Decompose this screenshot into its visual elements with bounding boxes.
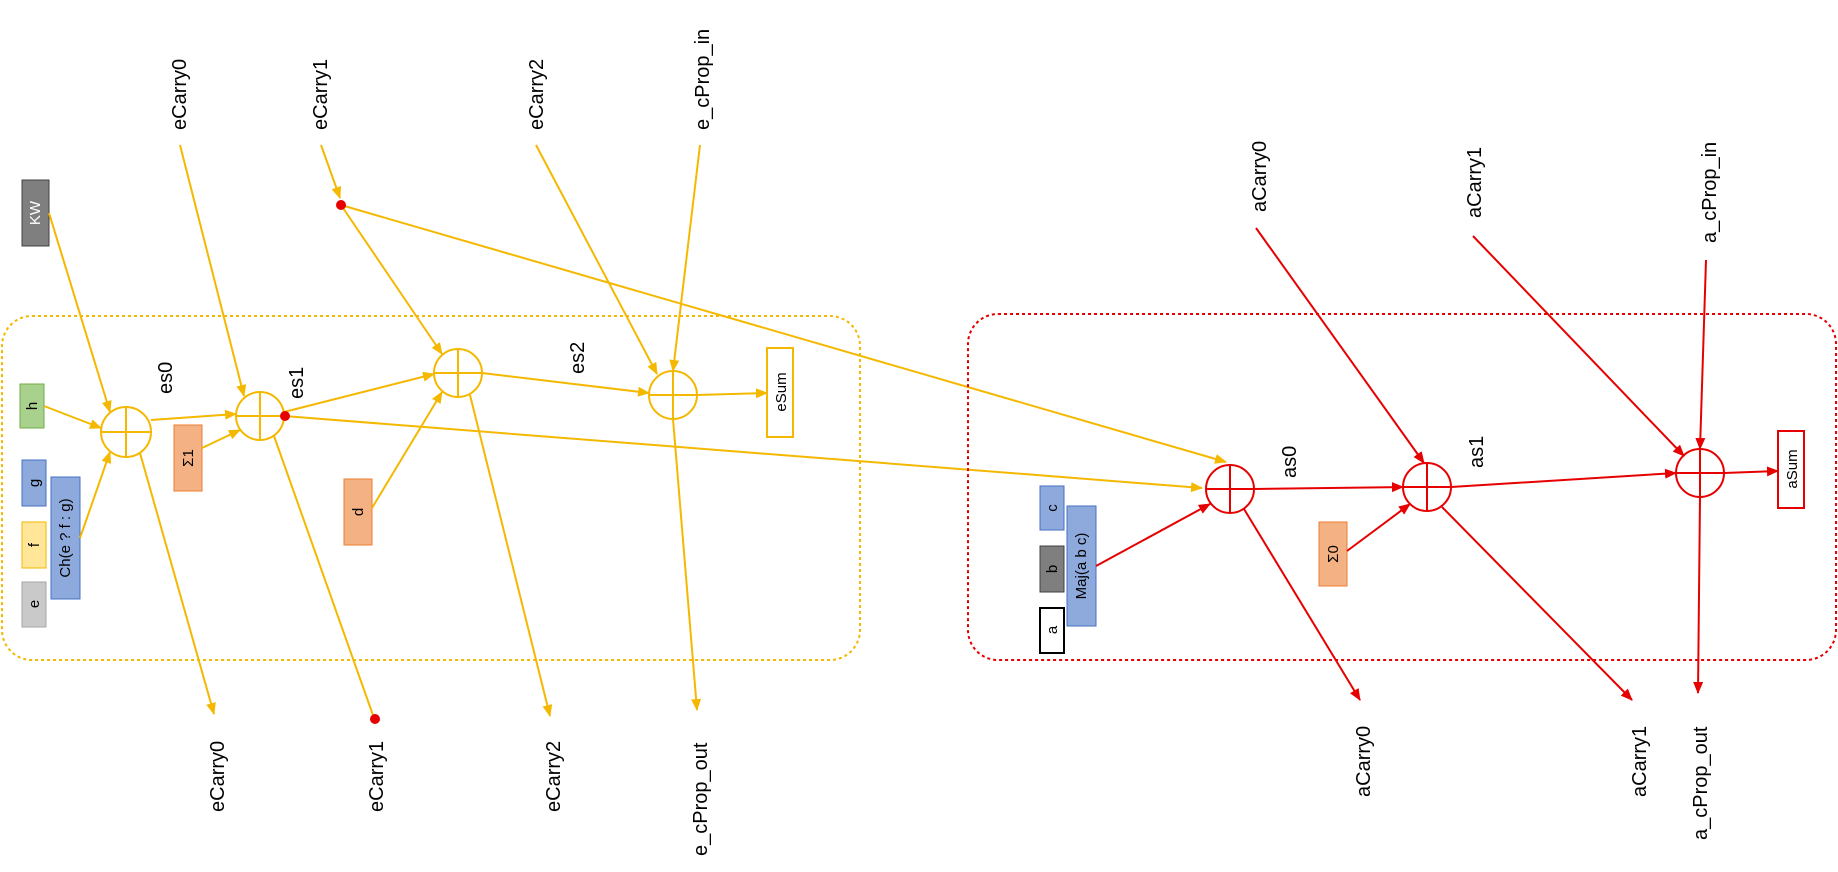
wire-as0-acarry0-out <box>1243 508 1361 701</box>
wire-d-es2 <box>371 391 443 509</box>
acarry0-out-label: aCarry0 <box>1353 726 1375 797</box>
ecarry2-in-label: eCarry2 <box>526 59 548 130</box>
es1-adder <box>235 391 285 441</box>
g-block: g <box>21 459 47 507</box>
eprop-out-label: e_cProp_out <box>690 742 712 856</box>
wire-as0-as1 <box>1253 482 1404 493</box>
maj-block: Maj(a b c) <box>1066 505 1097 627</box>
wire-acarry1-in <box>1472 235 1685 457</box>
sigma1-block: Σ1 <box>173 424 203 492</box>
wire-maj-as0 <box>1095 503 1211 567</box>
wire-ecarry2-in <box>535 144 658 375</box>
ecarry0-in-label: eCarry0 <box>169 59 191 130</box>
g-label: g <box>26 479 43 487</box>
h-block: h <box>19 383 45 429</box>
b-block: b <box>1039 545 1065 593</box>
d-label: d <box>350 508 367 516</box>
wire-as1-asum <box>1450 468 1677 488</box>
es2-label: es2 <box>567 342 589 374</box>
esum-output-box: eSum <box>766 347 794 438</box>
wire-es0-ecarry0-out <box>139 452 216 715</box>
f-block: f <box>21 521 47 569</box>
c-block: c <box>1039 485 1065 531</box>
a-label: a <box>1044 625 1061 634</box>
ecarry2-out-label: eCarry2 <box>543 741 565 812</box>
es0-label: es0 <box>155 362 177 394</box>
wire-eprop-out <box>672 418 702 711</box>
wire-asum-box <box>1723 466 1779 477</box>
es0-adder <box>100 406 152 458</box>
wire-ecarry1-es2 <box>340 204 443 355</box>
kw-block: KW <box>21 179 50 247</box>
wire-esum-box <box>696 388 768 399</box>
e-section-boundary <box>1 315 861 661</box>
wire-sigma1-es1 <box>201 429 241 449</box>
wire-ecarry0-in <box>179 144 247 397</box>
acarry1-out-label: aCarry1 <box>1629 726 1651 797</box>
c-label: c <box>1044 504 1061 512</box>
wire-es1-es2 <box>283 371 435 413</box>
eprop-in-label: e_cProp_in <box>692 29 714 130</box>
asum-label: aSum <box>1784 449 1801 488</box>
maj-label: Maj(a b c) <box>1073 533 1090 600</box>
ecarry1-out-label: eCarry1 <box>366 741 388 812</box>
acarry1-in-label: aCarry1 <box>1464 147 1486 218</box>
ecarry0-out-label: eCarry0 <box>207 741 229 812</box>
wire-aprop-out <box>1693 496 1704 694</box>
ecarry1-in-label: eCarry1 <box>310 59 332 130</box>
wire-acarry0-in <box>1255 227 1425 464</box>
wire-h-es0 <box>43 405 102 429</box>
a-section-boundary <box>967 313 1837 661</box>
aprop-in-label: a_cProp_in <box>1699 142 1721 243</box>
wire-eprop-in <box>669 144 701 372</box>
es2-adder <box>433 348 483 398</box>
sigma0-block: Σ0 <box>1318 521 1348 587</box>
as0-adder <box>1205 464 1255 514</box>
d-block: d <box>343 478 373 546</box>
as1-label: as1 <box>1466 436 1488 468</box>
sigma1-label: Σ1 <box>180 449 197 467</box>
wire-es0-es1 <box>150 409 237 421</box>
as1-adder <box>1402 462 1452 512</box>
wire-es1-as0 <box>283 415 1203 493</box>
terminal-dot-ecarry1-out <box>370 714 380 724</box>
wire-ch-es0 <box>79 451 112 539</box>
junction-dot-es1 <box>280 411 290 421</box>
ch-label: Ch(e ? f : g) <box>57 498 74 577</box>
aprop-out-label: a_cProp_out <box>1690 726 1712 840</box>
e-label: e <box>26 600 43 608</box>
a-block: a <box>1039 607 1065 654</box>
wire-ecarry1-in <box>320 144 341 199</box>
wire-es1-ecarry1-out <box>273 435 375 719</box>
junction-dot-ecarry1 <box>336 200 346 210</box>
wire-ecarry1-as0 <box>340 204 1227 464</box>
wire-as1-acarry1-out <box>1441 506 1633 701</box>
acarry0-in-label: aCarry0 <box>1249 141 1271 212</box>
as0-label: as0 <box>1279 446 1301 478</box>
wire-sigma0-as1 <box>1346 503 1411 552</box>
wire-es2-esum <box>481 372 650 397</box>
e-block: e <box>21 581 47 628</box>
h-label: h <box>24 402 41 410</box>
esum-adder <box>648 370 698 420</box>
ch-block: Ch(e ? f : g) <box>50 476 81 600</box>
esum-label: eSum <box>773 372 790 411</box>
b-label: b <box>1044 565 1061 573</box>
asum-output-box: aSum <box>1777 430 1805 509</box>
es1-label: es1 <box>286 367 308 399</box>
kw-label: KW <box>27 200 44 225</box>
wire-kw-es0 <box>48 212 112 413</box>
f-label: f <box>26 542 43 547</box>
wire-es2-ecarry2-out <box>469 394 553 717</box>
sigma0-label: Σ0 <box>1325 545 1342 563</box>
wire-aprop-in <box>1695 259 1707 450</box>
